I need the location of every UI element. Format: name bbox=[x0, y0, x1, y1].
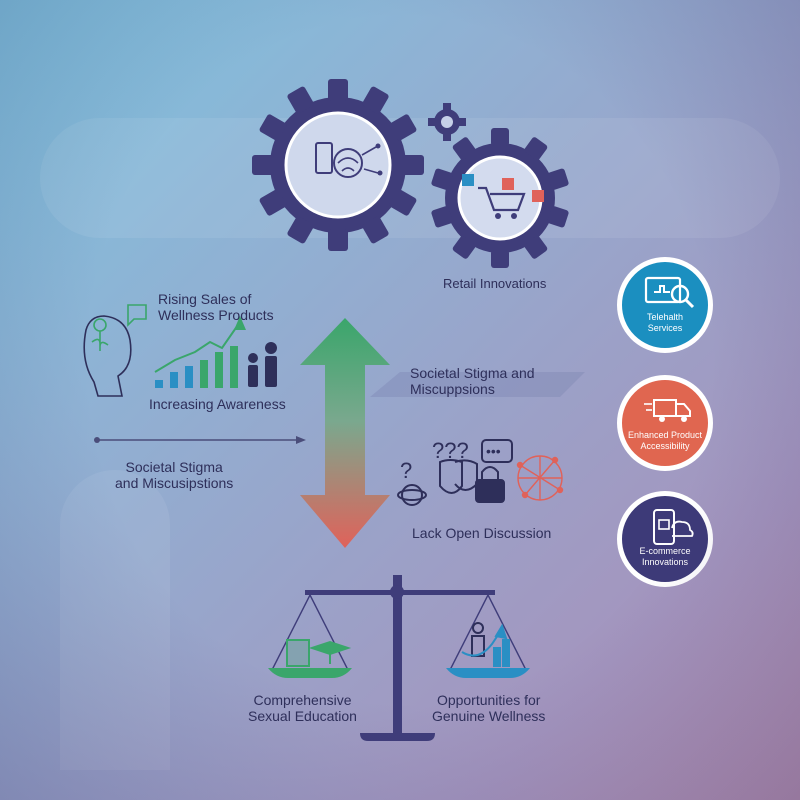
stigma-right-line2: Miscuppsions bbox=[410, 381, 495, 398]
badge-accessibility-line1: Enhanced Product bbox=[627, 430, 703, 441]
increasing-awareness-label: Increasing Awareness bbox=[149, 396, 286, 412]
badge-telehealth-line1: Telehalth bbox=[646, 312, 684, 323]
rising-sales-line1: Rising Sales of bbox=[158, 291, 252, 307]
double-arrow bbox=[300, 318, 390, 548]
delivery-truck-icon bbox=[644, 399, 691, 422]
opportunities-line2: Genuine Wellness bbox=[432, 708, 546, 725]
telehealth-monitor-icon bbox=[644, 276, 695, 309]
badge-ecommerce-line1: E-commerce bbox=[639, 546, 691, 557]
growth-bars-icon bbox=[154, 316, 246, 388]
mobile-shop-icon bbox=[653, 509, 694, 545]
balance-scale-icon bbox=[268, 575, 530, 741]
stigma-icons: ? ??? ••• bbox=[397, 438, 513, 506]
comprehensive-line2: Sexual Education bbox=[248, 708, 357, 725]
badge-accessibility-line2: Accessibility bbox=[640, 441, 690, 452]
background-band bbox=[40, 118, 780, 238]
badge-accessibility: Enhanced Product Accessibility bbox=[617, 375, 713, 471]
badge-ecommerce: E-commerce Innovations bbox=[617, 491, 713, 587]
awareness-illustration bbox=[83, 304, 147, 397]
background-pillar bbox=[60, 470, 170, 770]
education-book-icon bbox=[286, 639, 352, 667]
lack-open-discussion-label: Lack Open Discussion bbox=[412, 525, 552, 541]
badge-telehealth: Telehalth Services bbox=[617, 257, 713, 353]
stigma-left-line1: Societal Stigma bbox=[125, 459, 223, 475]
badge-telehealth-line2: Services bbox=[647, 323, 683, 334]
small-gear-icon bbox=[428, 103, 466, 141]
rising-sales-line2: Wellness Products bbox=[158, 307, 274, 324]
stigma-right-label: Societal Stigma and Miscuppsions bbox=[410, 365, 535, 397]
svg-text:???: ??? bbox=[432, 438, 469, 463]
people-icon bbox=[248, 342, 277, 387]
retail-gear-icon bbox=[431, 128, 569, 268]
large-gear-icon bbox=[252, 79, 424, 251]
svg-text:?: ? bbox=[400, 458, 412, 483]
comprehensive-line1: Comprehensive bbox=[253, 692, 352, 708]
retail-innovations-label: Retail Innovations bbox=[443, 276, 547, 291]
stigma-right-line1: Societal Stigma and bbox=[410, 365, 535, 381]
wellness-growth-icon bbox=[461, 622, 510, 667]
comprehensive-education-label: Comprehensive Sexual Education bbox=[248, 692, 357, 724]
network-icon bbox=[516, 455, 564, 501]
opportunities-wellness-label: Opportunities for Genuine Wellness bbox=[432, 692, 545, 724]
rising-sales-label: Rising Sales of Wellness Products bbox=[158, 291, 274, 323]
stigma-left-line2: and Miscusipstions bbox=[115, 475, 234, 492]
badge-ecommerce-line2: Innovations bbox=[641, 557, 689, 568]
stigma-left-label: Societal Stigma and Miscusipstions bbox=[115, 459, 233, 491]
svg-text:•••: ••• bbox=[486, 443, 501, 459]
opportunities-line1: Opportunities for bbox=[436, 692, 541, 708]
